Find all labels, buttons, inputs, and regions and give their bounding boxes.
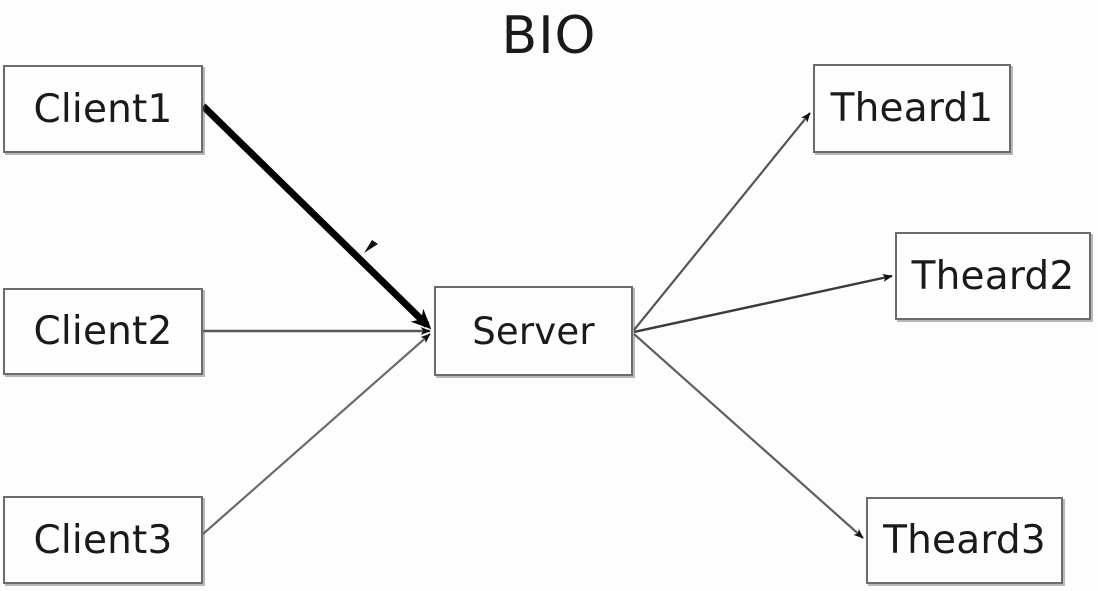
edge-server-theard2 bbox=[633, 274, 893, 334]
edge-client1-server bbox=[200, 103, 432, 330]
node-client2[interactable]: Client2 bbox=[3, 288, 203, 375]
node-theard3-label: Theard3 bbox=[883, 518, 1046, 563]
node-server-label: Server bbox=[472, 309, 595, 353]
node-client1-label: Client1 bbox=[33, 86, 173, 132]
node-theard2-label: Theard2 bbox=[911, 253, 1075, 299]
node-server[interactable]: Server bbox=[434, 286, 633, 376]
node-theard2[interactable]: Theard2 bbox=[895, 232, 1091, 320]
node-theard3[interactable]: Theard3 bbox=[866, 497, 1063, 584]
node-theard1[interactable]: Theard1 bbox=[813, 64, 1011, 153]
edge-server-theard1 bbox=[633, 112, 811, 331]
node-client2-label: Client2 bbox=[33, 309, 173, 354]
node-client3-label: Client3 bbox=[33, 517, 173, 563]
node-client3[interactable]: Client3 bbox=[3, 496, 203, 584]
edge-server-theard3 bbox=[633, 333, 864, 539]
edge-client3-server bbox=[202, 333, 431, 535]
node-client1[interactable]: Client1 bbox=[3, 65, 203, 153]
page-title: BIO bbox=[501, 6, 597, 66]
node-theard1-label: Theard1 bbox=[830, 86, 994, 131]
stray-arrowhead-icon bbox=[364, 240, 378, 253]
